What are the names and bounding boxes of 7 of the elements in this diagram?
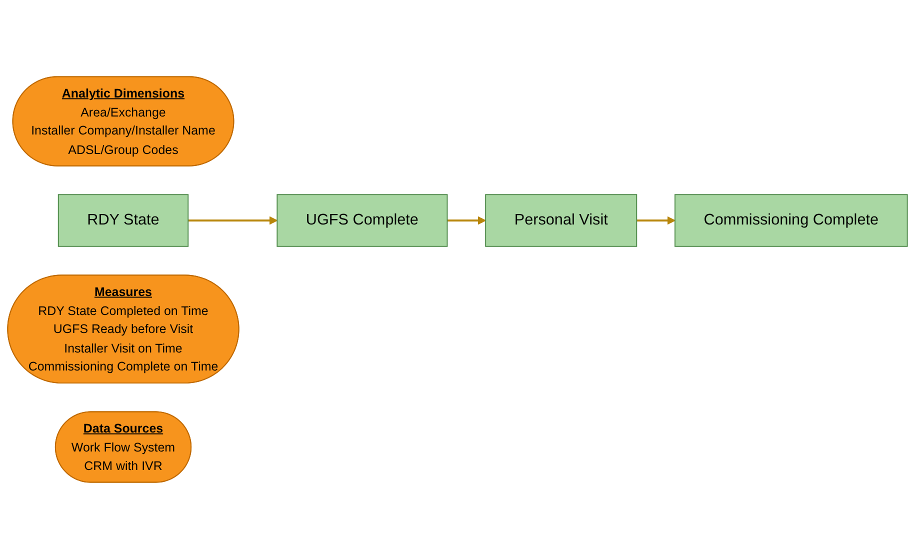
arrow (636, 216, 676, 225)
node-box: Personal Visit (485, 194, 638, 247)
node-box: RDY State (58, 194, 189, 247)
arrow (447, 216, 486, 225)
node-box: UGFS Complete (276, 194, 448, 247)
node-box: Commissioning Complete (674, 194, 908, 247)
arrow (188, 216, 278, 225)
